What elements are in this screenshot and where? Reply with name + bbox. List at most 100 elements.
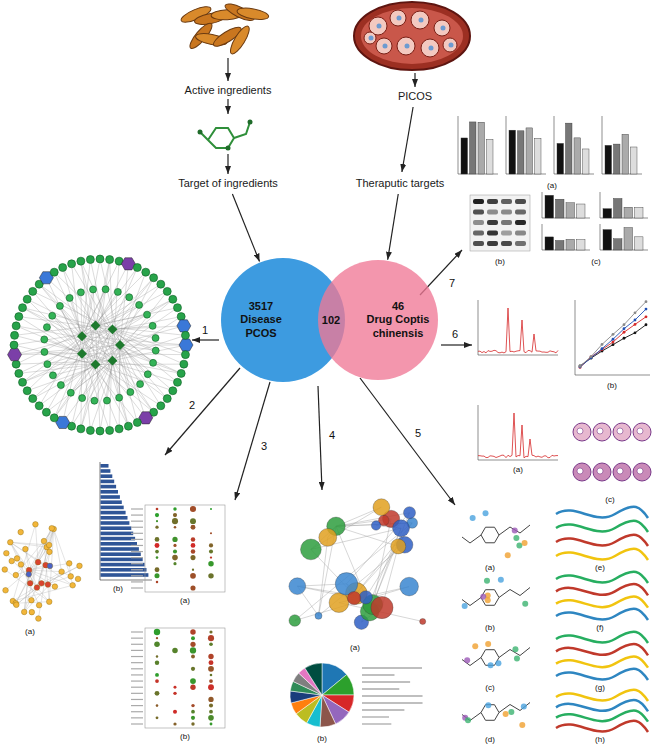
- enrichment-dot: [191, 716, 195, 720]
- network-link: [33, 291, 113, 329]
- enrichment-dot: [191, 655, 195, 659]
- residue-dot: [514, 656, 520, 662]
- expression-bar: [614, 144, 621, 174]
- network-link: [72, 326, 96, 427]
- network-link: [96, 326, 129, 427]
- target-node: [126, 294, 133, 301]
- ppi-node: [46, 542, 52, 548]
- ppi-link: [24, 588, 37, 612]
- panel-letter: (a): [349, 644, 361, 653]
- venn-count-text: Drug Coptis chinensis: [366, 313, 430, 339]
- molecule-bond: [200, 128, 234, 148]
- target-node: [11, 331, 19, 339]
- ppi-panel: [2, 462, 152, 621]
- network-link: [96, 297, 130, 325]
- venn-count-text: Disease PCOS: [229, 313, 293, 339]
- hub-node: [91, 360, 101, 370]
- term-placeholder: [131, 723, 143, 724]
- target-node: [49, 312, 56, 319]
- network-link: [96, 326, 154, 413]
- enrichment-dot: [155, 673, 159, 677]
- network-link: [112, 329, 177, 382]
- network-link: [39, 284, 82, 336]
- hub-node: [115, 340, 125, 350]
- panel-letter: (f): [595, 624, 605, 633]
- legend-placeholder: [362, 716, 389, 717]
- follicle-cavity: [637, 468, 643, 474]
- target-node: [86, 256, 94, 264]
- ppi-link: [37, 566, 80, 588]
- protein-ribbon: [556, 549, 648, 560]
- residue-dot: [465, 717, 471, 723]
- enrichment-dot: [190, 647, 196, 653]
- pie-chart: [290, 663, 354, 727]
- enrichment-dot: [155, 660, 159, 664]
- residue-dot: [464, 657, 470, 663]
- target-node: [19, 378, 27, 386]
- step-text: Active ingredients: [185, 84, 272, 96]
- term-placeholder: [131, 508, 143, 509]
- term-placeholder: [131, 563, 143, 564]
- degree-bar: [101, 516, 128, 520]
- ppi-node: [68, 574, 74, 580]
- residue-dot: [503, 711, 509, 717]
- ppi-link: [29, 570, 73, 585]
- ppi-node: [49, 525, 55, 531]
- enrichment-dot: [209, 710, 213, 714]
- enrichment-dot: [208, 654, 213, 659]
- pathway-link: [373, 519, 391, 605]
- ppi-link: [10, 542, 29, 574]
- flow-arrow: [227, 58, 228, 81]
- enrichment-dot: [208, 684, 214, 690]
- degree-bar: [101, 552, 141, 556]
- pathway-bubble: [319, 528, 337, 546]
- pathway-bubble: [289, 578, 306, 595]
- network-link: [39, 284, 95, 325]
- histology-section: [573, 463, 591, 481]
- residue-dot: [462, 603, 468, 609]
- pathway-bubble: [371, 596, 393, 618]
- blot-band: [515, 210, 526, 215]
- enrichment-dot: [156, 520, 158, 522]
- panel-letter: (h): [594, 736, 606, 745]
- histology-section: [613, 463, 631, 481]
- network-link: [33, 329, 113, 398]
- target-node: [41, 336, 48, 343]
- network-link: [14, 329, 112, 345]
- growth-line: [580, 302, 646, 367]
- oocyte: [369, 36, 374, 41]
- term-placeholder: [131, 545, 143, 546]
- ppi-link: [37, 566, 80, 588]
- blot-band: [487, 241, 498, 246]
- legend-placeholder: [362, 667, 422, 668]
- growth-point: [623, 331, 626, 334]
- protein-ribbon: [556, 644, 648, 655]
- enrichment-dot: [154, 629, 160, 635]
- enrichment-dot: [210, 674, 213, 677]
- histology-section: [633, 463, 651, 481]
- result-arrow: [360, 378, 455, 505]
- chart-axis: [575, 300, 576, 375]
- residue-dot: [485, 597, 491, 603]
- pie-slice: [305, 663, 322, 695]
- chart-axis: [554, 116, 555, 174]
- expression-bar: [614, 199, 623, 218]
- chart-axis: [600, 224, 601, 250]
- target-node: [103, 397, 110, 404]
- network-link: [96, 305, 140, 326]
- enrichment-dot: [190, 685, 195, 690]
- ppi-node: [34, 585, 40, 591]
- network-link: [96, 260, 110, 365]
- network-link: [19, 329, 113, 373]
- network-link: [46, 361, 112, 413]
- degree-bar: [101, 469, 111, 473]
- enrichment-dot: [190, 629, 195, 634]
- ppi-node: [3, 587, 9, 593]
- protein-ribbon: [556, 632, 648, 643]
- enrichment-dot: [208, 573, 213, 578]
- enrichment-dot: [191, 525, 196, 530]
- enrichment-dot: [208, 715, 214, 721]
- network-link: [16, 326, 95, 365]
- enrichment-dot: [155, 567, 160, 572]
- enrichment-dot: [155, 550, 159, 554]
